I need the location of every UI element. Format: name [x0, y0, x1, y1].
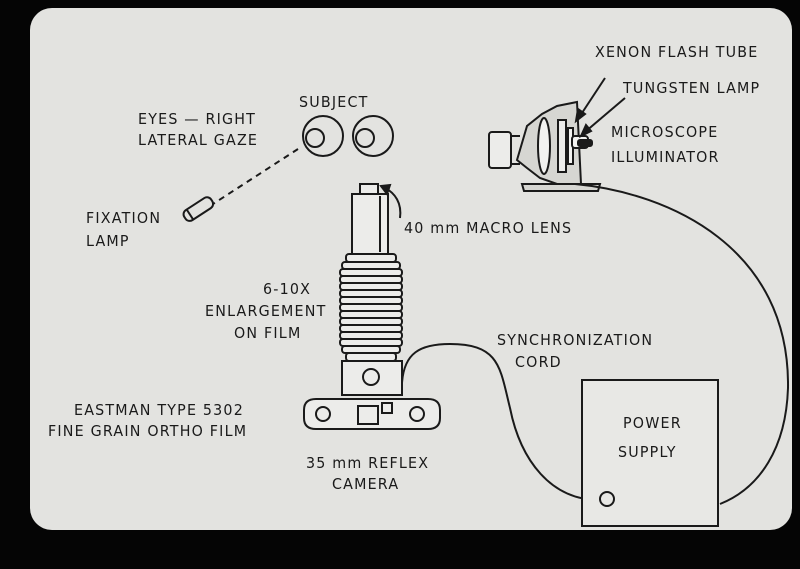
diagram-drawing	[182, 77, 790, 527]
supply-label: SUPPLY	[618, 443, 677, 461]
camera-lens-shape	[351, 183, 389, 255]
tungsten-arrow	[584, 97, 626, 133]
lateral-gaze-label: LATERAL GAZE	[138, 131, 259, 149]
gaze-line	[212, 148, 299, 205]
enlargement-power-label: 6-10X	[263, 280, 312, 298]
lamp-label: LAMP	[86, 232, 130, 250]
power-label: POWER	[623, 414, 682, 432]
xenon-flash-tube-label: XENON FLASH TUBE	[595, 43, 759, 61]
illuminator-cable	[574, 183, 790, 505]
eastman-type-label: EASTMAN TYPE 5302	[74, 401, 244, 419]
microscope-label: MICROSCOPE	[611, 123, 719, 141]
slide-card: XENON FLASH TUBE TUNGSTEN LAMP MICROSCOP…	[30, 8, 792, 530]
sync-cord	[401, 342, 606, 502]
bellows-shape	[339, 253, 403, 362]
camera-label: CAMERA	[332, 475, 400, 493]
reflex-label: 35 mm REFLEX	[306, 454, 430, 472]
illuminator-label: ILLUMINATOR	[611, 148, 720, 166]
on-film-label: ON FILM	[234, 324, 302, 342]
fine-grain-label: FINE GRAIN ORTHO FILM	[48, 422, 248, 440]
camera-body-shape	[303, 360, 441, 430]
right-eye	[352, 115, 394, 157]
fixation-lamp-shape	[182, 196, 215, 222]
enlargement-label: ENLARGEMENT	[205, 302, 327, 320]
eyes-right-label: EYES — RIGHT	[138, 110, 257, 128]
subject-label: SUBJECT	[299, 93, 369, 111]
cord-label: CORD	[515, 353, 562, 371]
synchronization-label: SYNCHRONIZATION	[497, 331, 654, 349]
macro-lens-label: 40 mm MACRO LENS	[404, 219, 573, 237]
xenon-arrow	[579, 77, 606, 117]
microscope-illuminator-shape	[488, 100, 602, 192]
left-eye	[302, 115, 344, 157]
fixation-label: FIXATION	[86, 209, 162, 227]
tungsten-lamp-label: TUNGSTEN LAMP	[623, 79, 761, 97]
power-supply-socket	[599, 491, 615, 507]
